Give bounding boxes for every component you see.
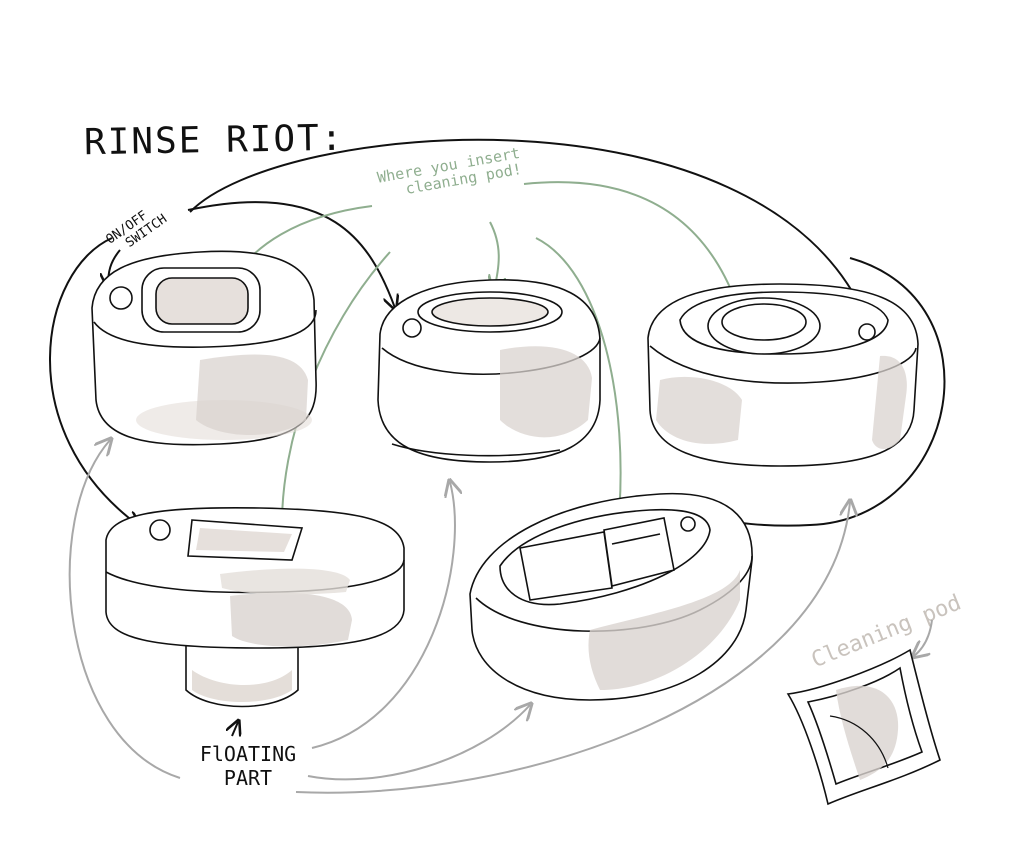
arrow-floating-pointer (232, 722, 238, 736)
grey-arrow-to-oval (311, 482, 455, 749)
device-floating-box (105, 506, 405, 708)
floating-part-label: FlOATING PART (196, 742, 300, 790)
device-ring-top (647, 283, 919, 467)
device-oval-bowl (377, 279, 601, 463)
cleaning-pod-icon (786, 648, 941, 806)
grey-flow-arrows (68, 440, 933, 794)
green-arrow-dual-device (535, 237, 621, 528)
grey-arrow-to-dual (307, 705, 530, 781)
grey-arrow-to-ring (295, 502, 850, 794)
arrow-to-oval-pod (187, 201, 395, 308)
onoff-switch-icon (109, 286, 133, 310)
green-arrow-ring-device (523, 181, 736, 302)
grey-arrow-to-square (68, 440, 181, 779)
device-square-top (91, 250, 317, 446)
device-dual-window (469, 492, 753, 701)
floating-line-1: FlOATING (199, 742, 297, 766)
floating-line-2: PART (223, 766, 273, 790)
grey-pod-pointer (914, 619, 933, 656)
arrow-big-loop (189, 138, 865, 316)
arrow-left-loop (49, 237, 138, 525)
